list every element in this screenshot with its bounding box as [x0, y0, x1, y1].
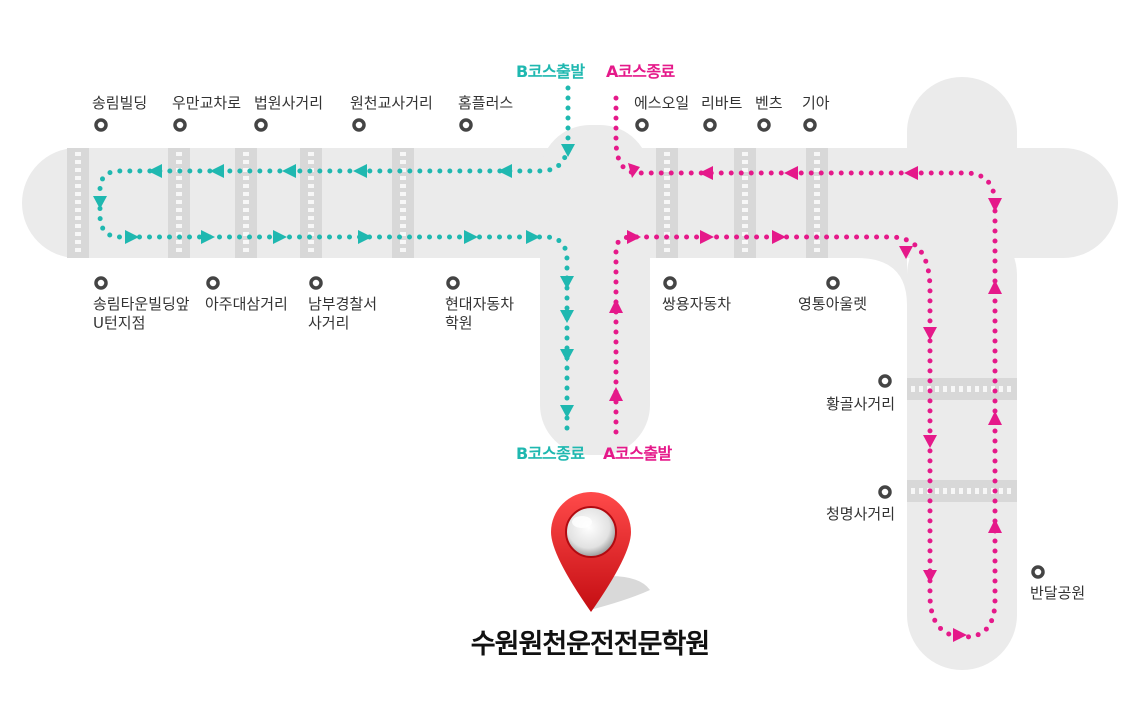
arrow-icon [560, 276, 574, 289]
landmark-songrim-uturn-line2: U턴지점 [93, 314, 146, 332]
landmark-woncheon-intersection: 원천교사거리 [350, 94, 433, 112]
south-road [540, 200, 650, 455]
course-b-arrows [93, 144, 575, 418]
landmark-court-intersection: 법원사거리 [254, 94, 324, 112]
arrow-icon [148, 164, 162, 178]
landmark-yeongtong-outlet: 영통아울렛 [798, 295, 868, 313]
arrow-icon [899, 246, 913, 259]
arrow-icon [560, 349, 574, 362]
arrow-icon [464, 230, 478, 244]
arrow-icon [609, 387, 623, 401]
arrow-icon [282, 164, 296, 178]
arrow-icon [201, 230, 215, 244]
landmark-uman-intersection: 우만교차로 [172, 94, 242, 112]
arrow-icon [561, 144, 575, 157]
east-south-road [907, 220, 1017, 670]
arrow-icon [353, 164, 367, 178]
landmark-songrim-building: 송림빌딩 [92, 94, 148, 112]
arrow-icon [210, 164, 224, 178]
landmark-kia: 기아 [802, 94, 830, 112]
arrow-icon [498, 164, 512, 178]
crosswalks [67, 148, 1017, 502]
landmark-nambu-police-line1: 남부경찰서 [308, 295, 378, 313]
b-course-end-label: B코스종료 [516, 444, 585, 463]
arrow-icon [700, 230, 714, 244]
landmark-hyundai-academy: 현대자동차 학원 [445, 295, 514, 333]
arrow-icon [988, 198, 1002, 212]
landmark-benz: 벤츠 [755, 94, 783, 112]
course-a-arrows [609, 163, 1002, 642]
arrow-icon [125, 230, 139, 244]
arrow-icon [609, 299, 623, 313]
landmark-bandal-park: 반달공원 [1030, 584, 1086, 602]
a-course-start-label: A코스출발 [603, 444, 672, 463]
a-course-end-label: A코스종료 [606, 62, 675, 81]
landmark-rivart: 리바트 [701, 94, 743, 112]
arrow-icon [560, 405, 574, 418]
arrow-icon [526, 230, 540, 244]
arrow-icon [904, 166, 918, 180]
landmark-s-oil: 에스오일 [634, 94, 690, 112]
landmark-hyundai-academy-line1: 현대자동차 [445, 295, 515, 313]
b-course-start-label: B코스출발 [516, 62, 585, 81]
arrow-icon [953, 628, 967, 642]
landmark-cheongmyeong-intersection: 청명사거리 [826, 505, 896, 523]
landmark-markers [94, 118, 1045, 579]
landmark-nambu-police-line2: 사거리 [308, 314, 350, 332]
landmark-songrim-uturn-line1: 송림타운빌딩앞 [93, 295, 190, 313]
landmark-aju-intersection: 아주대삼거리 [205, 295, 288, 313]
course-a-route [613, 87, 998, 640]
arrow-icon [988, 411, 1002, 425]
arrow-icon [923, 570, 937, 583]
arrow-icon [923, 327, 937, 340]
landmark-nambu-police: 남부경찰서 사거리 [308, 295, 377, 333]
arrow-icon [560, 310, 574, 323]
landmark-homeplus: 홈플러스 [458, 94, 514, 112]
arrow-icon [988, 519, 1002, 533]
arrow-icon [628, 163, 640, 178]
arrow-icon [627, 230, 641, 244]
arrow-icon [772, 230, 786, 244]
map-pin-icon [551, 492, 650, 612]
road-corner-fill [857, 255, 907, 305]
arrow-icon [699, 166, 713, 180]
landmark-hwanggol-intersection: 황골사거리 [826, 395, 896, 413]
landmark-songrim-uturn: 송림타운빌딩앞 U턴지점 [93, 295, 190, 333]
arrow-icon [988, 280, 1002, 294]
landmark-hyundai-academy-line2: 학원 [445, 314, 473, 332]
arrow-icon [923, 435, 937, 448]
arrow-icon [784, 166, 798, 180]
landmark-ssangyong: 쌍용자동차 [662, 295, 732, 313]
arrow-icon [273, 230, 287, 244]
arrow-icon [358, 230, 372, 244]
course-b-route [97, 85, 571, 433]
destination-title: 수원원천운전전문학원 [470, 629, 710, 660]
arrow-icon [93, 196, 107, 209]
